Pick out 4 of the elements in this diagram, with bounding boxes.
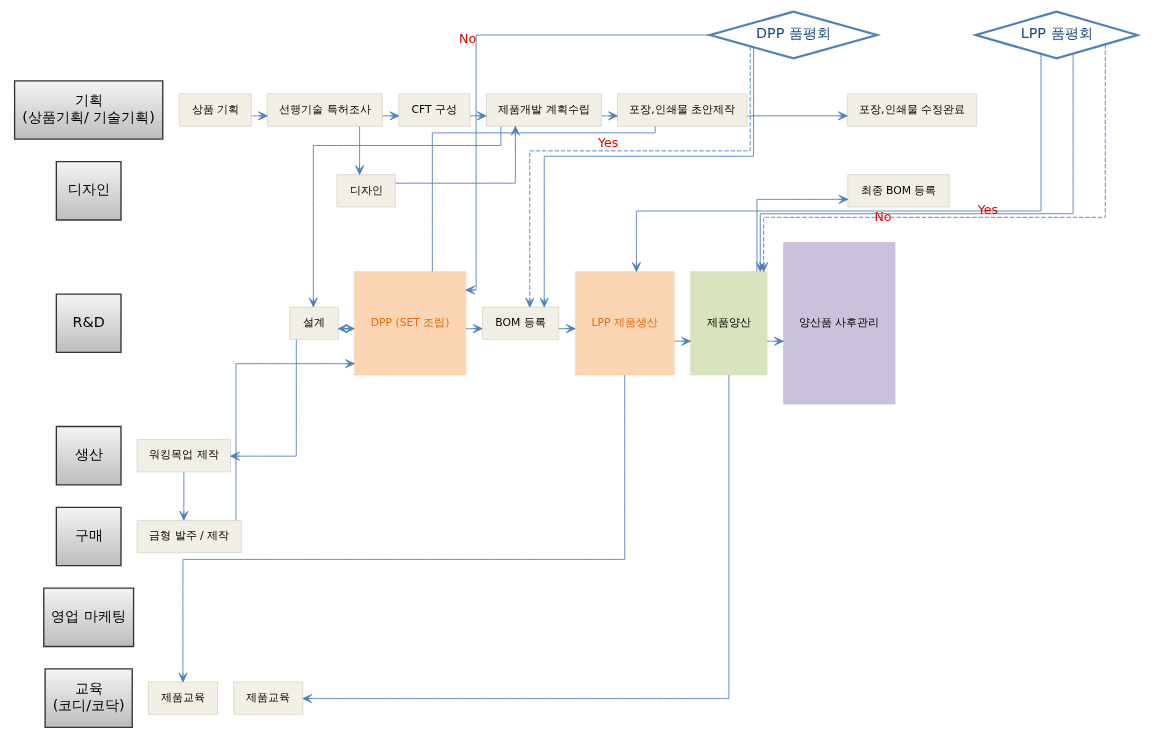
edge-label: Yes: [598, 135, 619, 151]
edge-label: No: [459, 30, 477, 46]
edge-label: No: [874, 209, 892, 225]
edge-label: Yes: [977, 201, 999, 217]
